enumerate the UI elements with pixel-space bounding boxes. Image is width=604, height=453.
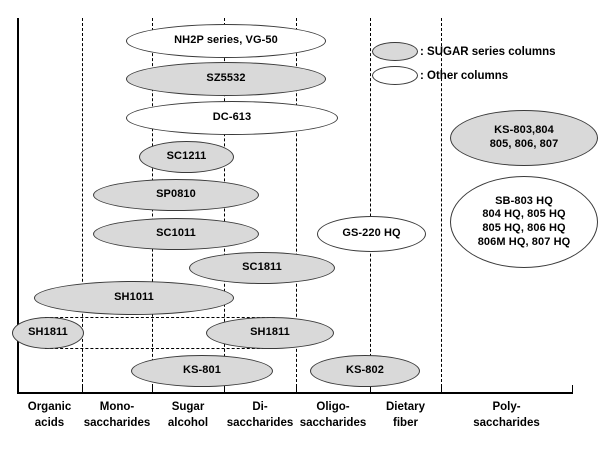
column-ellipse[interactable]: SC1011 [93,218,259,250]
legend-label-other: : Other columns [420,69,509,82]
category-divider-line [370,18,371,392]
column-ellipse[interactable]: SZ5532 [126,62,326,96]
column-ellipse[interactable]: SH1011 [34,281,234,315]
x-axis-label: Mono- saccharides [83,401,151,429]
column-ellipse[interactable]: DC-613 [126,101,338,135]
column-ellipse[interactable]: SC1811 [189,252,335,284]
x-axis-label: Organic acids [27,401,72,429]
range-connector-line [45,317,275,318]
x-axis-label: Di- saccharides [226,401,294,429]
x-axis-label: Oligo- saccharides [299,401,367,429]
x-axis-label: Sugar alcohol [167,401,209,429]
legend-swatch-sugar-icon [372,42,418,61]
column-ellipse[interactable]: NH2P series, VG-50 [126,24,326,58]
category-divider-line [296,18,297,392]
column-ellipse[interactable]: SC1211 [139,141,234,173]
column-ellipse[interactable]: KS-803,804 805, 806, 807 [450,110,598,166]
axis-tick [17,385,18,392]
column-ellipse[interactable]: KS-801 [131,355,273,387]
column-ellipse[interactable]: SH1811 [12,317,84,349]
column-ellipse[interactable]: SH1811 [206,317,334,349]
legend-label-sugar: : SUGAR series columns [420,45,556,58]
category-divider-line [441,18,442,392]
y-axis-line [17,18,19,393]
legend-item-other: : Other columns [372,66,508,85]
column-ellipse[interactable]: SP0810 [93,179,259,211]
x-axis-line [17,392,573,394]
column-ellipse[interactable]: SB-803 HQ 804 HQ, 805 HQ 805 HQ, 806 HQ … [450,176,598,268]
x-axis-label: Poly- saccharides [473,401,540,429]
range-connector-line [45,348,275,349]
column-ellipse[interactable]: GS-220 HQ [317,216,426,252]
x-axis-label: Dietary fiber [386,401,425,429]
axis-tick [572,385,573,392]
column-ellipse[interactable]: KS-802 [310,355,420,387]
legend-swatch-other-icon [372,66,418,85]
category-divider-line [82,18,83,392]
legend-item-sugar: : SUGAR series columns [372,42,555,61]
